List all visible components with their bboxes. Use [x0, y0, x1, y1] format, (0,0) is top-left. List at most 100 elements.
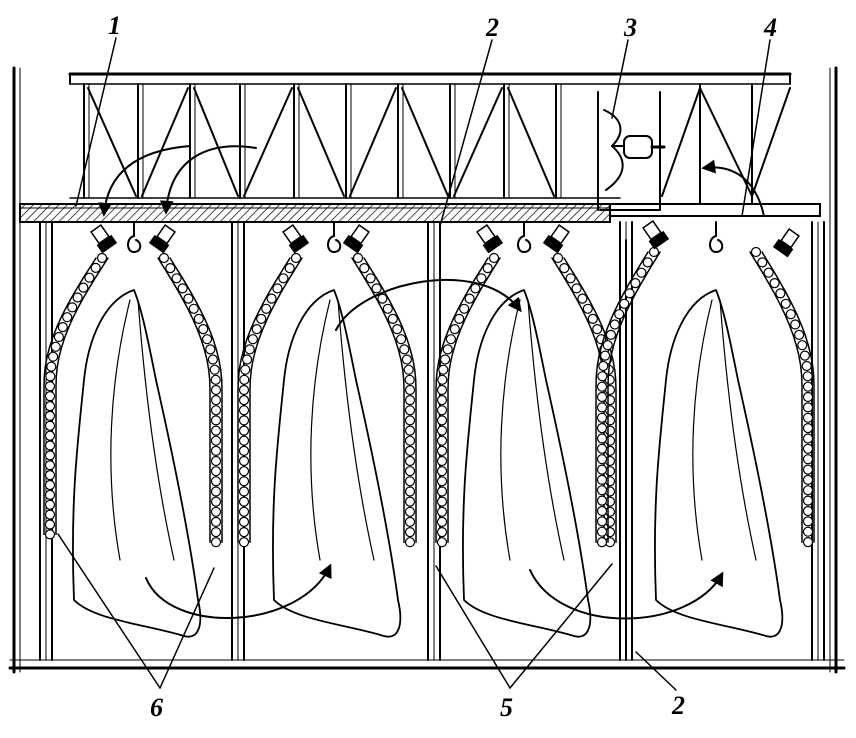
airflow-arrow-bottom-right: [529, 569, 724, 620]
duct-bead: [44, 381, 56, 392]
duct-bead: [171, 273, 182, 284]
duct-bead: [436, 395, 448, 406]
duct-bead: [188, 303, 199, 314]
carcass-contour: [337, 299, 375, 561]
duct-bead: [597, 371, 608, 382]
duct-bead: [210, 486, 222, 497]
duct-bead: [44, 391, 56, 402]
callout-1: 1: [108, 11, 121, 40]
duct-bead: [775, 288, 786, 299]
duct-bead: [592, 324, 603, 335]
duct-bead: [404, 486, 416, 497]
duct-bead: [239, 374, 250, 385]
duct-bead: [404, 466, 416, 477]
duct-bead: [240, 364, 251, 375]
nozzle-body: [288, 234, 310, 254]
duct-bead: [44, 460, 56, 471]
duct-bead: [802, 516, 814, 527]
duct-bead: [436, 455, 448, 467]
air-nozzle: [642, 220, 670, 250]
duct-bead: [238, 384, 250, 396]
duct-bead: [802, 402, 814, 413]
duct-bead: [596, 516, 608, 527]
nozzle-body: [96, 234, 118, 254]
duct-bead: [210, 506, 222, 517]
duct-bead: [53, 331, 65, 343]
duct-bead: [464, 293, 475, 304]
duct-bead: [238, 466, 250, 477]
leader-5b: [509, 563, 613, 689]
duct-bead: [596, 526, 608, 537]
duct-bead: [256, 313, 267, 324]
duct-bead: [565, 273, 576, 284]
leader-6b: [159, 567, 215, 689]
duct-bead: [404, 384, 416, 396]
duct-bead: [210, 537, 222, 548]
duct-bead: [210, 415, 222, 426]
duct-bead: [436, 506, 448, 517]
duct-bead: [238, 455, 250, 467]
hook: [327, 235, 342, 253]
duct-bead: [438, 364, 449, 375]
air-nozzles: [90, 220, 800, 258]
duct-bead: [238, 476, 250, 487]
fan-unit: [597, 91, 666, 211]
carcass-hooks: [127, 221, 724, 253]
duct-edge: [169, 257, 223, 543]
carcass-contour: [110, 299, 131, 561]
duct-bead: [238, 486, 250, 497]
duct-bead: [571, 283, 582, 294]
duct-edge: [351, 257, 405, 543]
duct-bead: [769, 278, 780, 289]
duct-bead: [352, 252, 364, 264]
duct-bead: [210, 466, 222, 477]
duct-edge: [43, 257, 97, 536]
duct-bead: [404, 496, 416, 507]
duct-bead: [238, 395, 250, 406]
airflow-arrow-middle-top: [335, 278, 522, 331]
duct-bead: [642, 257, 653, 268]
callout-6: 6: [150, 693, 163, 722]
airflow-arrow-top-left-1: [98, 145, 191, 217]
duct-bead: [238, 537, 250, 548]
hanging-carcasses: [72, 289, 784, 638]
duct-bead: [238, 526, 250, 538]
duct-bead: [596, 464, 608, 475]
duct-bead: [210, 405, 222, 416]
duct-bead: [387, 313, 398, 324]
duct-bead: [404, 425, 416, 436]
duct-bead: [763, 267, 774, 278]
nozzle-tip: [550, 224, 570, 245]
duct-bead: [605, 329, 617, 340]
duct-bead: [210, 395, 222, 406]
duct-bead: [436, 384, 448, 396]
duct-bead: [449, 324, 460, 335]
carcass-contour: [692, 299, 713, 561]
duct-bead: [62, 312, 73, 323]
duct-bead: [602, 340, 613, 351]
nozzle-body: [648, 230, 670, 250]
duct-bead: [359, 263, 370, 274]
duct-bead: [609, 319, 620, 330]
duct-bead: [404, 537, 416, 548]
duct-bead: [404, 445, 416, 456]
duct-bead: [57, 322, 68, 333]
duct-bead: [261, 303, 272, 314]
duct-bead: [46, 361, 57, 372]
duct-bead: [436, 415, 448, 426]
duct-bead: [596, 474, 608, 485]
duct-bead: [596, 495, 608, 506]
duct-bead: [436, 425, 448, 436]
duct-bead: [802, 391, 814, 403]
duct-bead: [404, 455, 416, 467]
duct-bead: [636, 267, 647, 278]
carcass: [272, 289, 402, 638]
duct-bead: [436, 496, 448, 507]
duct-edge: [563, 257, 617, 543]
duct-bead: [266, 293, 277, 304]
duct-bead: [596, 391, 608, 403]
duct-bead: [436, 526, 448, 538]
duct-bead: [436, 476, 448, 487]
leader-lines: [57, 37, 771, 691]
